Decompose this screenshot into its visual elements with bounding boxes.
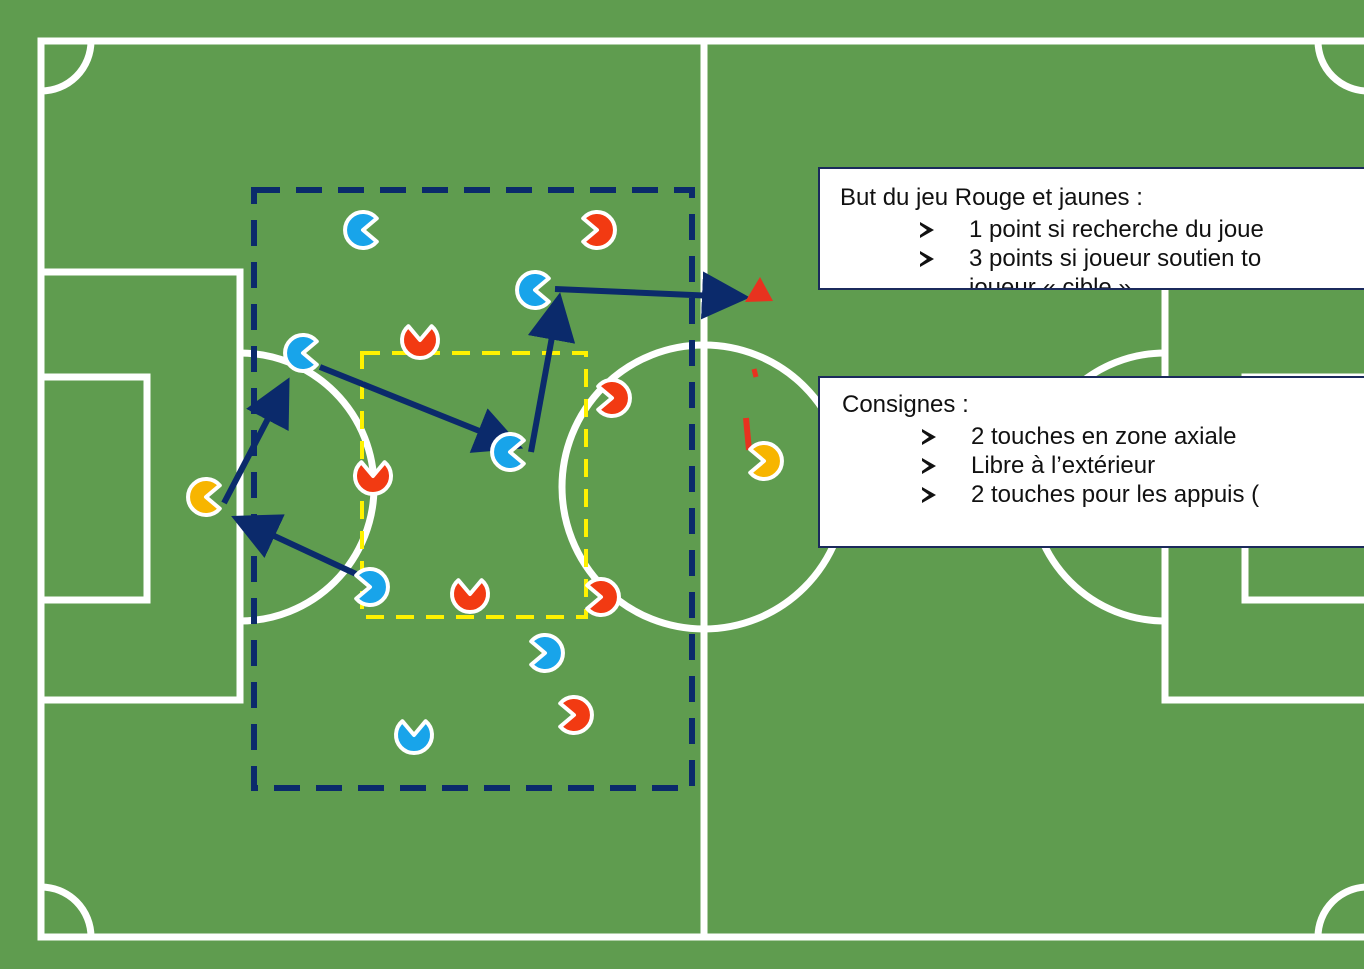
arrow-bullet-icon — [920, 222, 934, 238]
list-item-text: 1 point si recherche du joue — [969, 216, 1264, 243]
player-blue-icon — [531, 635, 563, 671]
left-goal-area — [41, 377, 147, 600]
corner-arc-bottom-right — [1318, 887, 1364, 937]
list-item: 2 touches pour les appuis ( — [922, 480, 1364, 509]
player-blue-icon — [356, 569, 388, 605]
player-red-icon — [598, 380, 630, 416]
list-item-continuation: joueur « cible » — [920, 273, 1364, 290]
game-objective-box: But du jeu Rouge et jaunes : 1 point si … — [818, 167, 1364, 290]
list-item: 1 point si recherche du joue — [920, 215, 1364, 244]
list-item: 3 points si joueur soutien to — [920, 244, 1364, 273]
pass-arrow — [531, 304, 558, 452]
list-item-text: 2 touches pour les appuis ( — [971, 481, 1259, 508]
game-objective-list: 1 point si recherche du joue 3 points si… — [840, 215, 1364, 273]
left-penalty-arc — [240, 353, 374, 621]
corner-arc-top-right — [1318, 41, 1364, 91]
player-red-icon — [452, 580, 488, 612]
support-run-head — [745, 277, 773, 302]
player-blue-icon — [285, 335, 317, 371]
arrow-bullet-icon — [922, 458, 936, 474]
instructions-list: 2 touches en zone axiale Libre à l’extér… — [842, 422, 1364, 509]
player-blue-icon — [396, 721, 432, 753]
axial-zone — [362, 353, 586, 617]
player-blue-icon — [345, 212, 377, 248]
game-objective-title: But du jeu Rouge et jaunes : — [840, 183, 1364, 212]
instructions-title: Consignes : — [842, 390, 1364, 419]
list-item-text: 3 points si joueur soutien to — [969, 245, 1261, 272]
pass-arrows — [224, 289, 738, 574]
outer-play-zone — [254, 190, 692, 788]
pass-arrow — [555, 289, 738, 297]
continuation-line: joueur « cible » — [840, 273, 1364, 290]
support-run-dash — [746, 418, 749, 450]
list-item-text: Libre à l’extérieur — [971, 452, 1155, 479]
support-run-dash — [754, 369, 756, 377]
corner-arc-top-left — [41, 41, 91, 91]
player-red-icon — [560, 697, 592, 733]
player-yellow-icon — [188, 479, 220, 515]
pass-arrow — [242, 521, 356, 574]
list-item-text: 2 touches en zone axiale — [971, 423, 1237, 450]
arrow-bullet-icon — [922, 429, 936, 445]
player-red-icon — [402, 326, 438, 358]
player-red-icon — [583, 212, 615, 248]
corner-arc-bottom-left — [41, 887, 91, 937]
arrow-bullet-icon — [922, 487, 936, 503]
player-red-icon — [587, 579, 619, 615]
list-item: Libre à l’extérieur — [922, 451, 1364, 480]
list-item: 2 touches en zone axiale — [922, 422, 1364, 451]
player-yellow-icon — [750, 443, 782, 479]
player-blue-icon — [517, 272, 549, 308]
player-blue-icon — [492, 434, 524, 470]
arrow-bullet-icon — [920, 251, 934, 267]
instructions-box: Consignes : 2 touches en zone axiale Lib… — [818, 376, 1364, 548]
